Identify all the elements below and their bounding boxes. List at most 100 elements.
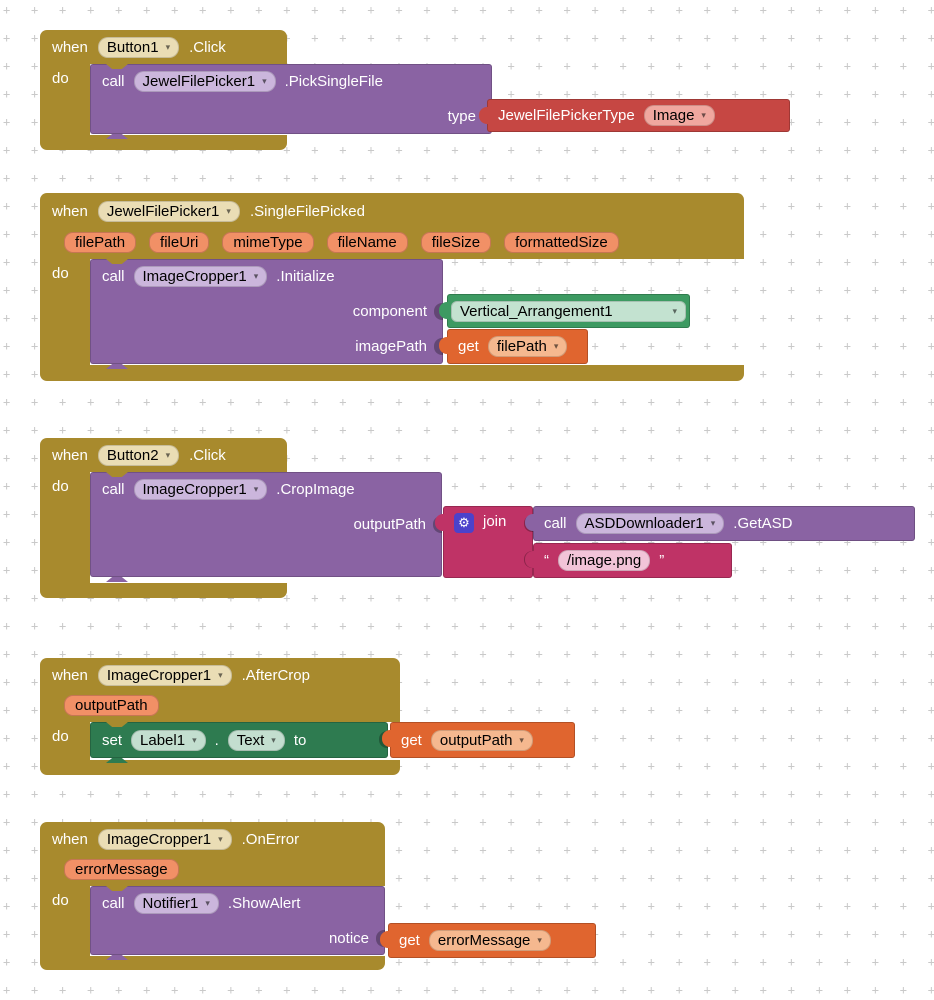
value-plug bbox=[525, 514, 534, 531]
arg-label: component bbox=[352, 303, 427, 320]
component-dropdown[interactable]: Button2 ▾ bbox=[97, 444, 180, 466]
set-label: set bbox=[102, 731, 123, 749]
call-getasd-block[interactable]: call ASDDownloader1 ▾ .GetASD bbox=[525, 506, 915, 541]
event-parameter[interactable]: outputPath bbox=[64, 694, 159, 716]
dropdown-arrow-icon: ▾ bbox=[253, 484, 259, 494]
set-property-block[interactable]: set Label1 ▾ . Text ▾ to bbox=[90, 722, 388, 763]
component-dropdown[interactable]: Notifier1 ▾ bbox=[133, 893, 219, 914]
event-block-aftercrop[interactable]: when ImageCropper1 ▾ .AfterCrop outputPa… bbox=[40, 658, 575, 775]
component-dropdown-value: Button1 bbox=[106, 38, 159, 56]
event-parameter[interactable]: filePath bbox=[64, 231, 137, 253]
component-dropdown[interactable]: ASDDownloader1 ▾ bbox=[575, 513, 725, 534]
component-dropdown-value: Label1 bbox=[140, 731, 186, 749]
to-label: to bbox=[293, 731, 307, 749]
when-label: when bbox=[52, 202, 88, 220]
do-label: do bbox=[52, 478, 69, 495]
dropdown-arrow-icon: ▾ bbox=[205, 898, 210, 908]
event-parameter[interactable]: formattedSize bbox=[504, 231, 619, 253]
when-label: when bbox=[52, 446, 88, 464]
get-label: get bbox=[401, 731, 422, 749]
value-plug bbox=[380, 931, 389, 948]
call-cropimage-block[interactable]: call ImageCropper1 ▾ .CropImage outputPa… bbox=[90, 472, 442, 582]
statement-bump bbox=[106, 364, 128, 369]
block-footer bbox=[40, 760, 400, 775]
when-label: when bbox=[52, 830, 88, 848]
block-footer bbox=[40, 365, 744, 381]
text-string-block[interactable]: “ /image.png ” bbox=[525, 543, 732, 578]
component-value-block[interactable]: Vertical_Arrangement1 ▾ bbox=[439, 294, 690, 328]
call-initialize-block[interactable]: call ImageCropper1 ▾ .Initialize compone… bbox=[90, 259, 443, 369]
component-dropdown[interactable]: ImageCropper1 ▾ bbox=[97, 828, 232, 850]
block-footer bbox=[40, 135, 287, 150]
helper-option-dropdown[interactable]: Image ▾ bbox=[643, 105, 715, 126]
event-name: .Click bbox=[189, 38, 226, 56]
variable-dropdown[interactable]: errorMessage ▾ bbox=[428, 930, 551, 951]
value-socket bbox=[434, 303, 443, 320]
dropdown-arrow-icon: ▾ bbox=[271, 734, 276, 745]
join-text-block[interactable]: ⚙ join bbox=[435, 506, 533, 578]
dropdown-arrow-icon: ▾ bbox=[519, 734, 524, 745]
variable-dropdown[interactable]: outputPath ▾ bbox=[430, 729, 533, 751]
component-dropdown[interactable]: Label1 ▾ bbox=[131, 729, 206, 751]
statement-bump bbox=[106, 955, 128, 960]
variable-name: filePath bbox=[496, 338, 547, 355]
property-dropdown[interactable]: Text ▾ bbox=[227, 729, 285, 751]
variable-name: errorMessage bbox=[437, 932, 531, 949]
arg-label: type bbox=[447, 108, 476, 125]
dropdown-arrow-icon: ▾ bbox=[165, 41, 171, 52]
open-quote: “ bbox=[544, 552, 549, 569]
component-dropdown[interactable]: ImageCropper1 ▾ bbox=[133, 266, 268, 287]
statement-bump bbox=[106, 577, 128, 582]
method-name: .CropImage bbox=[276, 481, 355, 498]
value-plug bbox=[435, 514, 444, 531]
get-variable-block[interactable]: get outputPath ▾ bbox=[382, 722, 575, 758]
component-dropdown[interactable]: JewelFilePicker1 ▾ bbox=[133, 71, 276, 92]
event-parameter[interactable]: fileName bbox=[326, 231, 408, 253]
method-name: .GetASD bbox=[733, 515, 793, 532]
statement-bump bbox=[106, 758, 128, 763]
variable-dropdown[interactable]: filePath ▾ bbox=[487, 336, 568, 357]
property-dropdown-value: Text bbox=[236, 731, 265, 749]
call-showalert-block[interactable]: call Notifier1 ▾ .ShowAlert notice bbox=[90, 886, 385, 960]
event-parameter[interactable]: mimeType bbox=[222, 231, 314, 253]
component-value-name: Vertical_Arrangement1 bbox=[460, 302, 613, 320]
block-footer bbox=[40, 583, 287, 598]
value-plug bbox=[525, 551, 534, 568]
component-dropdown[interactable]: ImageCropper1 ▾ bbox=[97, 664, 232, 686]
when-label: when bbox=[52, 666, 88, 684]
statement-notch bbox=[106, 722, 128, 727]
statement-notch bbox=[106, 472, 128, 477]
event-block-button2-click[interactable]: when Button2 ▾ .Click do call ImageCropp… bbox=[40, 438, 915, 598]
mutator-gear-icon[interactable]: ⚙ bbox=[454, 513, 474, 533]
statement-notch bbox=[106, 259, 128, 264]
dropdown-arrow-icon: ▾ bbox=[218, 669, 223, 680]
join-label: join bbox=[483, 513, 507, 530]
event-parameter[interactable]: fileUri bbox=[149, 231, 210, 253]
event-block-button1-click[interactable]: when Button1 ▾ .Click do call JewelFileP… bbox=[40, 30, 790, 150]
text-string-value[interactable]: /image.png bbox=[558, 550, 651, 571]
when-label: when bbox=[52, 38, 88, 56]
value-plug bbox=[439, 302, 448, 319]
dropdown-arrow-icon: ▾ bbox=[226, 205, 231, 216]
component-dropdown-value: Button2 bbox=[106, 446, 159, 464]
component-dropdown[interactable]: ImageCropper1 ▾ bbox=[133, 479, 268, 500]
event-parameter[interactable]: errorMessage bbox=[64, 858, 179, 880]
call-picksinglefile-block[interactable]: call JewelFilePicker1 ▾ .PickSingleFile … bbox=[90, 64, 492, 139]
event-parameter[interactable]: fileSize bbox=[420, 231, 492, 253]
get-label: get bbox=[399, 932, 420, 949]
event-block-onerror[interactable]: when ImageCropper1 ▾ .OnError errorMessa… bbox=[40, 822, 596, 970]
component-dropdown-value: JewelFilePicker1 bbox=[106, 202, 220, 220]
component-dropdown[interactable]: JewelFilePicker1 ▾ bbox=[97, 200, 240, 222]
dropdown-arrow-icon: ▾ bbox=[218, 833, 223, 844]
component-dropdown[interactable]: Button1 ▾ bbox=[97, 36, 180, 58]
component-dropdown-value: ASDDownloader1 bbox=[584, 515, 704, 532]
event-name: .OnError bbox=[241, 830, 300, 848]
get-variable-block[interactable]: get filePath ▾ bbox=[439, 329, 588, 364]
get-variable-block[interactable]: get errorMessage ▾ bbox=[380, 923, 596, 958]
call-label: call bbox=[544, 515, 567, 532]
component-value-dropdown[interactable]: Vertical_Arrangement1 ▾ bbox=[451, 300, 686, 322]
helper-dropdown-block[interactable]: JewelFilePickerType Image ▾ bbox=[479, 99, 790, 132]
close-quote: ” bbox=[659, 552, 665, 569]
event-block-singlefilepicked[interactable]: when JewelFilePicker1 ▾ .SingleFilePicke… bbox=[40, 193, 744, 381]
